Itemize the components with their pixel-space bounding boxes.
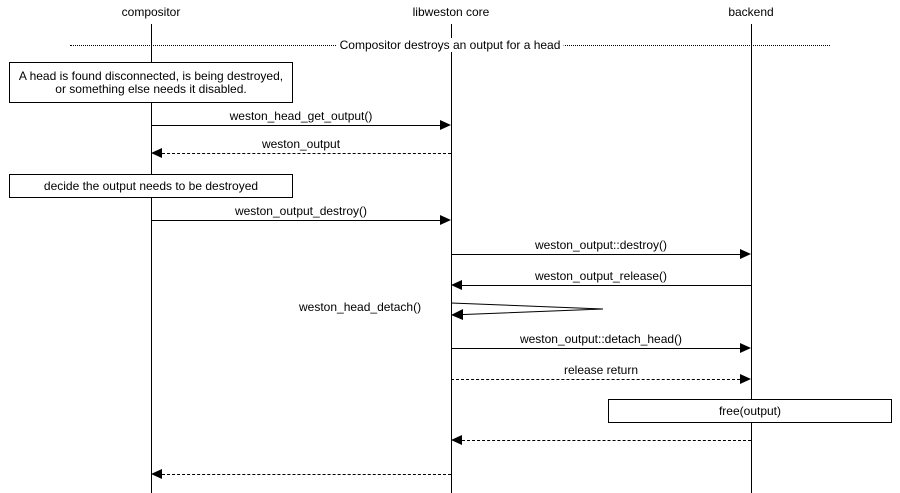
arrow-head-left-icon [151, 469, 162, 479]
participant-label-backend: backend [728, 5, 774, 19]
note-free-output-text: free(output) [718, 403, 782, 418]
message-label-weston-head-detach: weston_head_detach() [295, 300, 426, 314]
arrow-head-right-icon [740, 249, 751, 259]
note-head-disconnected-text: A head is found disconnected, is being d… [18, 68, 284, 96]
arrow-head-right-icon [440, 120, 451, 130]
message-line-weston-output-destroy-vfunc [451, 254, 745, 255]
arrow-head-right-icon [740, 374, 751, 384]
message-label-weston-output-destroy: weston_output_destroy() [230, 204, 372, 218]
message-label-weston-head-get-output: weston_head_get_output() [225, 109, 377, 123]
message-label-release-return: release return [559, 363, 643, 377]
participant-label-compositor: compositor [121, 5, 181, 19]
lifeline-libweston-core [451, 24, 452, 493]
lifeline-compositor [151, 24, 152, 493]
note-free-output: free(output) [608, 399, 892, 423]
arrow-head-right-icon [440, 215, 451, 225]
arrow-head-right-icon [740, 343, 751, 353]
message-label-weston-output-detach-head: weston_output::detach_head() [515, 332, 687, 346]
lifeline-backend [751, 24, 752, 493]
note-head-disconnected: A head is found disconnected, is being d… [9, 62, 293, 103]
participant-label-libweston-core: libweston core [412, 5, 490, 19]
note-decide-destroy-text: decide the output needs to be destroyed [43, 178, 259, 193]
section-divider-label: Compositor destroys an output for a head [336, 38, 564, 52]
message-label-weston-output-return: weston_output [257, 137, 345, 151]
message-line-backend-return [462, 440, 751, 441]
self-loop-path-icon [450, 302, 604, 320]
note-decide-destroy: decide the output needs to be destroyed [9, 174, 293, 198]
arrow-head-left-icon [451, 435, 462, 445]
message-label-weston-output-release: weston_output_release() [530, 269, 672, 283]
message-line-weston-output-return [162, 153, 451, 154]
message-label-weston-output-destroy-vfunc: weston_output::destroy() [530, 238, 672, 252]
arrow-head-left-icon [451, 280, 462, 290]
message-line-weston-output-detach-head [451, 348, 745, 349]
message-line-weston-output-destroy [151, 220, 445, 221]
message-line-release-return [451, 379, 745, 380]
self-message-loop-weston-head-detach [450, 296, 611, 322]
arrow-head-left-icon [151, 148, 162, 158]
message-line-core-return [162, 474, 451, 475]
message-line-weston-head-get-output [151, 125, 445, 126]
message-line-weston-output-release [462, 285, 751, 286]
